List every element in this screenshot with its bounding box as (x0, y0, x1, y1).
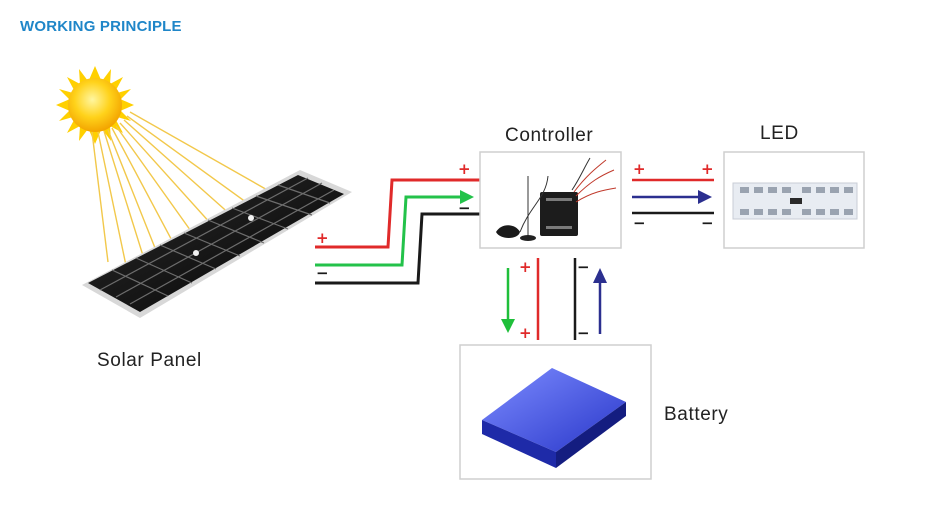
led-out-minus-right-sign: − (701, 214, 714, 232)
controller-in-minus-sign: − (458, 199, 471, 217)
controller-in-plus-sign: + (458, 160, 471, 178)
led-out-minus-left-sign: − (633, 214, 646, 232)
battery-box (459, 344, 652, 480)
panel-signal-wire (315, 195, 462, 267)
panel-negative-wire (315, 212, 480, 285)
battery-minus-top-sign: − (577, 258, 590, 276)
led-out-plus-left-sign: + (633, 160, 646, 178)
panel-positive-wire (315, 178, 480, 249)
controller-box (479, 151, 622, 249)
solar-panel-image (82, 170, 352, 318)
battery-wires (506, 258, 602, 340)
led-box (723, 151, 865, 249)
panel-charge-arrowhead (460, 190, 474, 204)
battery-minus-bottom-sign: − (577, 324, 590, 342)
polarity-signs: + − + − + + − − + + − − (316, 160, 714, 342)
led-label: LED (760, 123, 799, 144)
panel-plus-sign: + (316, 229, 329, 247)
solar-panel-label: Solar Panel (97, 350, 202, 371)
led-flow-arrowhead (698, 190, 712, 204)
controller-label: Controller (505, 125, 594, 146)
battery-discharge-arrowhead (593, 268, 607, 283)
panel-wires (315, 178, 480, 285)
panel-minus-sign: − (316, 264, 329, 282)
battery-charge-arrowhead (501, 319, 515, 333)
led-wires (632, 178, 714, 215)
page-heading: WORKING PRINCIPLE (20, 18, 182, 35)
sun-icon (56, 66, 134, 144)
battery-label: Battery (664, 404, 729, 425)
battery-plus-top-sign: + (519, 258, 532, 276)
battery-plus-bottom-sign: + (519, 324, 532, 342)
led-out-plus-right-sign: + (701, 160, 714, 178)
